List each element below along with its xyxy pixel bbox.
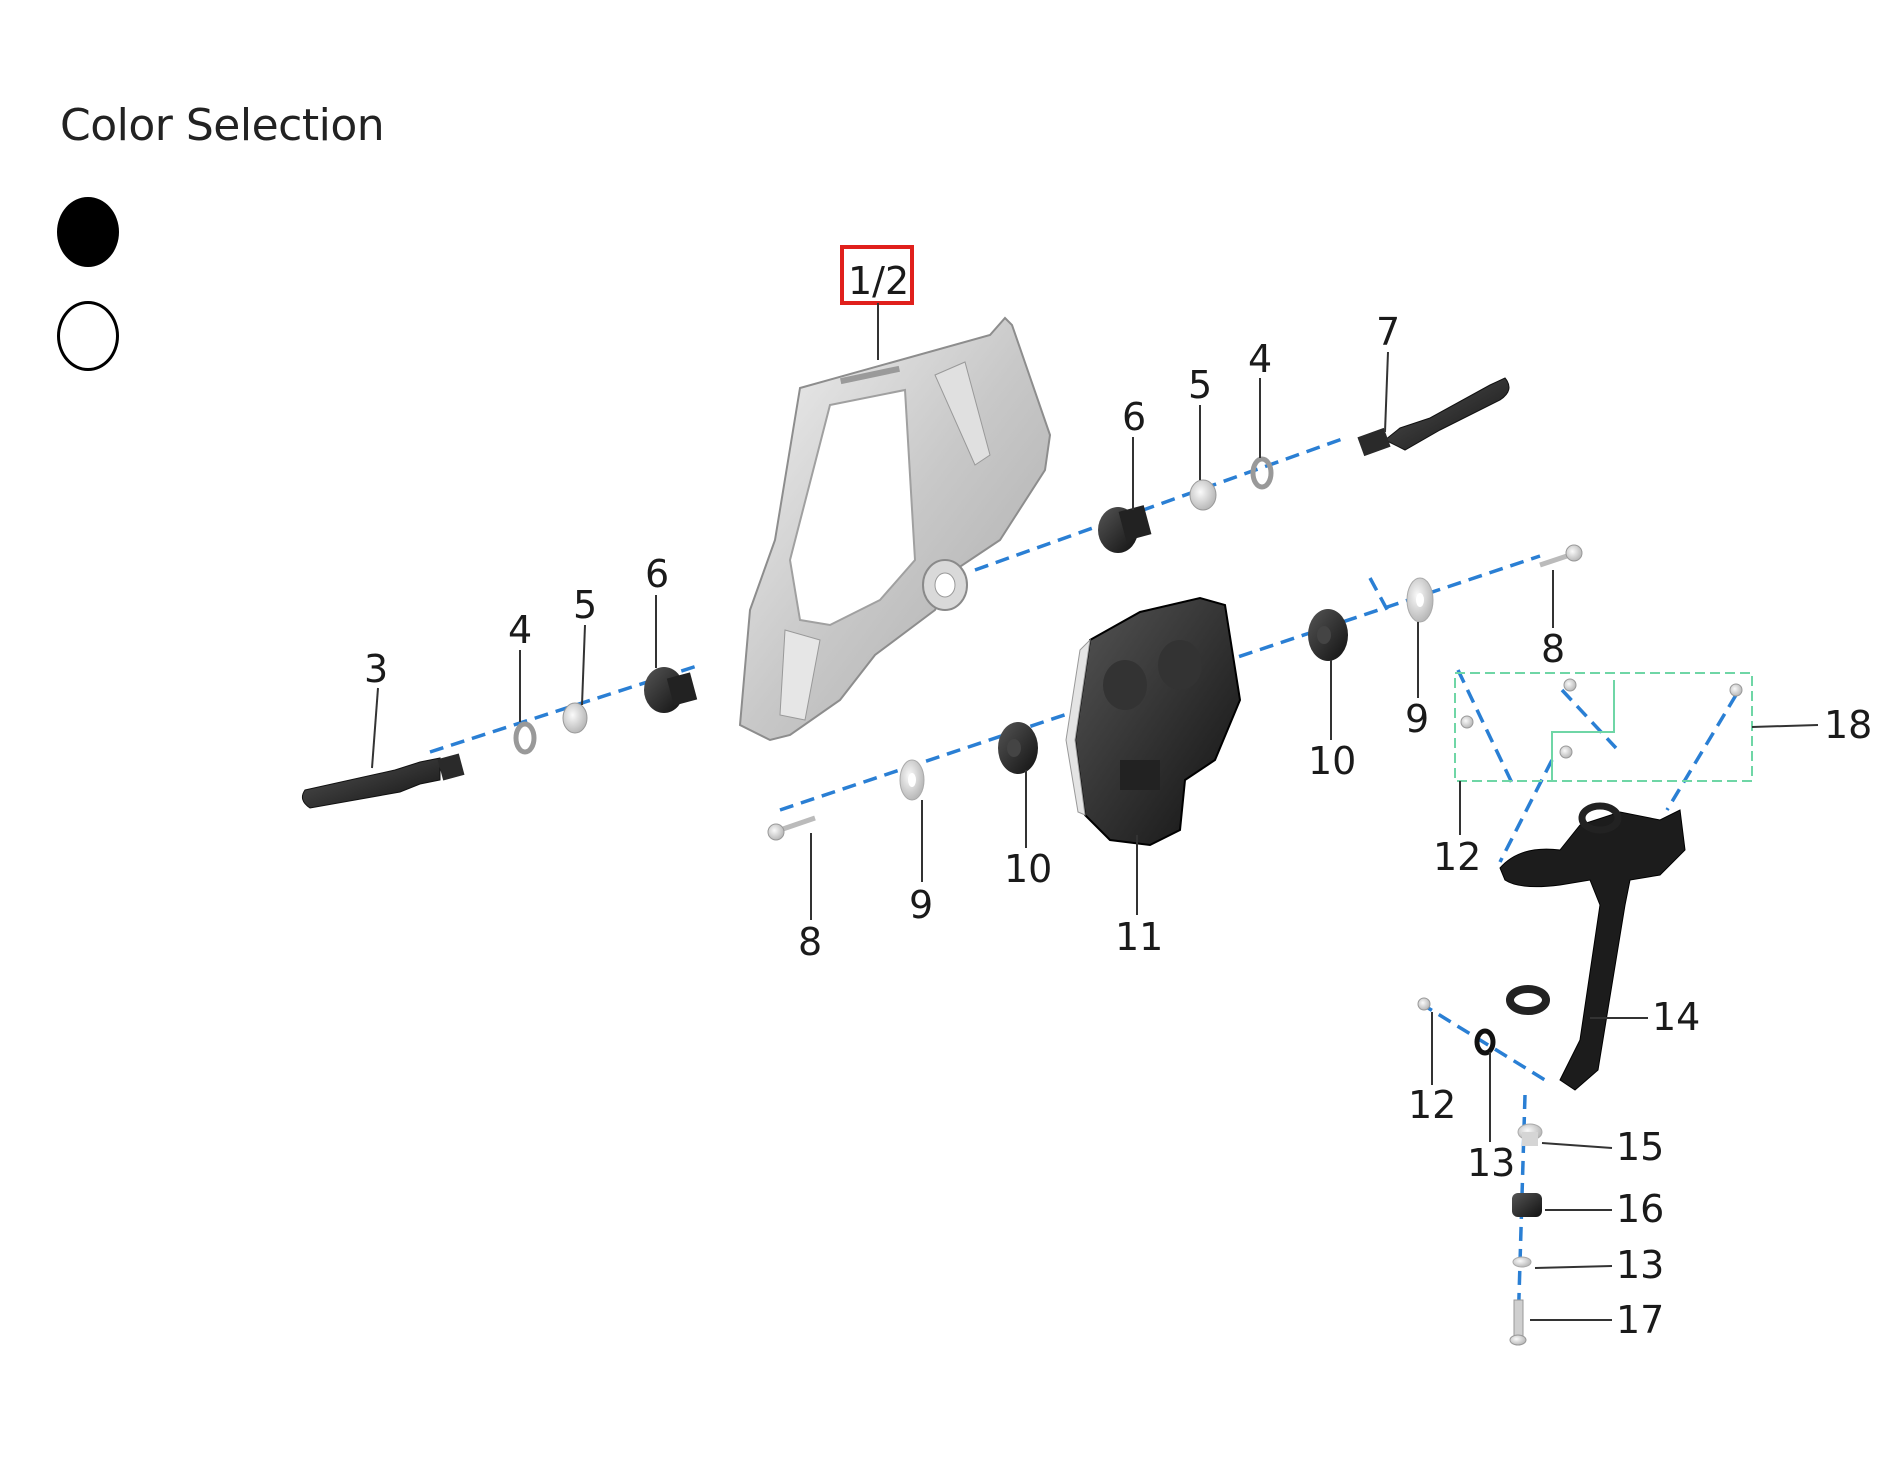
callout-8-left: 8 [798, 920, 822, 964]
callout-16: 16 [1616, 1187, 1664, 1231]
part-collar-15[interactable] [1517, 1123, 1543, 1146]
callout-13-right: 13 [1616, 1243, 1664, 1287]
callout-6-left: 6 [645, 552, 669, 596]
part-turn-signal-left-3[interactable] [301, 753, 465, 809]
callout-5-right: 5 [1188, 363, 1212, 407]
callout-12-bottom: 12 [1408, 1083, 1456, 1127]
callout-13-left: 13 [1467, 1141, 1515, 1185]
part-screw-left-8[interactable] [767, 815, 816, 841]
callout-9-left: 9 [909, 883, 933, 927]
callout-14: 14 [1652, 995, 1700, 1039]
callout-11: 11 [1115, 915, 1163, 959]
part-damper-left-10[interactable] [998, 722, 1038, 774]
part-washer-right-4[interactable] [1250, 456, 1274, 490]
callout-15: 15 [1616, 1125, 1664, 1169]
part-washer-right-9[interactable] [1406, 577, 1434, 623]
part-grommet-left-6[interactable] [644, 667, 698, 713]
callout-labels: 1/2 3 4 5 6 6 5 4 7 8 9 10 11 10 9 8 18 … [364, 259, 1872, 1342]
color-selection-title: Color Selection [60, 100, 385, 151]
callout-10-left: 10 [1004, 847, 1052, 891]
part-mounting-stay-14[interactable] [1499, 802, 1686, 1091]
callout-9-right: 9 [1405, 697, 1429, 741]
callout-1-2: 1/2 [848, 259, 909, 303]
color-option-black[interactable] [57, 197, 119, 267]
part-bushing-left-5[interactable] [562, 702, 588, 734]
part-headlight-11[interactable] [1065, 596, 1242, 847]
part-washer-left-9[interactable] [899, 759, 925, 801]
callout-10-right: 10 [1308, 739, 1356, 783]
part-grommet-right-6[interactable] [1098, 505, 1152, 553]
group-box-18 [1454, 672, 1753, 782]
part-turn-signal-right-7[interactable] [1357, 377, 1510, 457]
callout-7: 7 [1376, 310, 1400, 354]
callout-5-left: 5 [573, 583, 597, 627]
part-o-ring-13[interactable] [1474, 1028, 1496, 1056]
callout-3: 3 [364, 647, 388, 691]
part-washer-13[interactable] [1512, 1256, 1532, 1268]
callout-18: 18 [1824, 703, 1872, 747]
callout-4-right: 4 [1248, 337, 1272, 381]
part-screws-12[interactable] [1417, 678, 1743, 1011]
leader-lines [371, 303, 1819, 1321]
callout-8-right: 8 [1541, 627, 1565, 671]
color-option-white[interactable] [57, 301, 119, 371]
part-damper-right-10[interactable] [1308, 609, 1348, 661]
callout-17: 17 [1616, 1298, 1664, 1342]
part-screw-right-8[interactable] [1539, 544, 1583, 568]
callout-12-top: 12 [1433, 835, 1481, 879]
part-rubber-mount-16[interactable] [1512, 1193, 1542, 1217]
callout-6-right: 6 [1122, 395, 1146, 439]
part-bolt-17[interactable] [1509, 1299, 1527, 1346]
part-washer-left-4[interactable] [513, 721, 537, 755]
callout-4-left: 4 [508, 608, 532, 652]
part-bracket-1-2[interactable] [738, 316, 1052, 742]
part-bushing-right-5[interactable] [1189, 479, 1217, 511]
